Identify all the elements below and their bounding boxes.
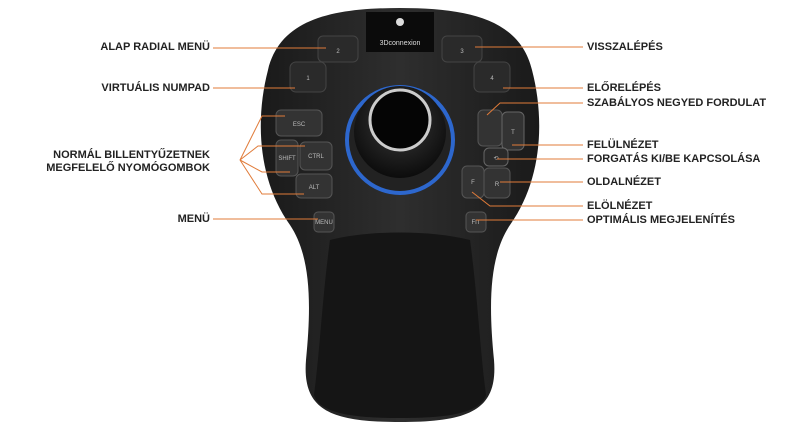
svg-text:ESC: ESC bbox=[293, 122, 306, 128]
svg-text:1: 1 bbox=[306, 76, 310, 82]
controller-cap[interactable] bbox=[345, 85, 455, 195]
svg-text:CTRL: CTRL bbox=[308, 154, 324, 160]
side-view-button[interactable]: R bbox=[483, 167, 511, 199]
label-top-view: FELÜLNÉZET bbox=[587, 139, 659, 151]
label-side-view: OLDALNÉZET bbox=[587, 176, 661, 188]
label-fit: OPTIMÁLIS MEGJELENÍTÉS bbox=[587, 214, 735, 226]
quarter-turn-button[interactable] bbox=[477, 109, 503, 147]
rotation-toggle-button[interactable]: ⟲ bbox=[483, 147, 509, 167]
button-4[interactable]: 4 bbox=[473, 61, 511, 93]
label-radial-menu: ALAP RADIAL MENÜ bbox=[100, 41, 210, 53]
label-quarter-turn: SZABÁLYOS NEGYED FORDULAT bbox=[587, 97, 767, 109]
front-view-button[interactable]: F bbox=[461, 165, 485, 199]
button-1[interactable]: 1 bbox=[289, 61, 327, 93]
svg-text:2: 2 bbox=[336, 49, 340, 55]
brand-logo-icon bbox=[396, 18, 404, 26]
brand-logo: 3Dconnexion bbox=[380, 40, 421, 47]
svg-text:4: 4 bbox=[490, 76, 494, 82]
top-view-button[interactable]: T bbox=[501, 111, 525, 151]
svg-text:F: F bbox=[471, 180, 475, 186]
shift-button[interactable]: SHIFT bbox=[275, 139, 299, 177]
label-forward: ELŐRELÉPÉS bbox=[587, 82, 661, 94]
svg-text:R: R bbox=[495, 182, 500, 188]
svg-text:SHIFT: SHIFT bbox=[278, 156, 296, 162]
esc-button[interactable]: ESC bbox=[275, 109, 323, 137]
label-virtual-numpad: VIRTUÁLIS NUMPAD bbox=[101, 82, 210, 94]
label-rotation-toggle: FORGATÁS KI/BE KAPCSOLÁSA bbox=[587, 153, 761, 165]
label-front-view: ELÖLNÉZET bbox=[587, 200, 653, 212]
svg-text:FIT: FIT bbox=[472, 220, 481, 226]
svg-text:3: 3 bbox=[460, 49, 464, 55]
svg-text:⟲: ⟲ bbox=[493, 156, 498, 162]
label-keyboard-buttons-2: MEGFELELŐ NYOMÓGOMBOK bbox=[46, 162, 210, 174]
ctrl-button[interactable]: CTRL bbox=[299, 141, 333, 171]
button-3[interactable]: 3 bbox=[441, 35, 483, 63]
svg-text:T: T bbox=[511, 130, 515, 136]
fit-button[interactable]: FIT bbox=[465, 211, 487, 233]
svg-text:ALT: ALT bbox=[309, 185, 320, 191]
button-2[interactable]: 2 bbox=[317, 35, 359, 63]
label-keyboard-buttons-1: NORMÁL BILLENTYŰZETNEK bbox=[53, 149, 210, 161]
svg-text:MENU: MENU bbox=[315, 220, 333, 226]
label-back: VISSZALÉPÉS bbox=[587, 41, 663, 53]
alt-button[interactable]: ALT bbox=[295, 173, 333, 199]
label-menu: MENÜ bbox=[177, 213, 210, 225]
menu-button[interactable]: MENU bbox=[313, 211, 335, 233]
palm-rest bbox=[314, 232, 486, 418]
leader-lines bbox=[213, 46, 583, 221]
